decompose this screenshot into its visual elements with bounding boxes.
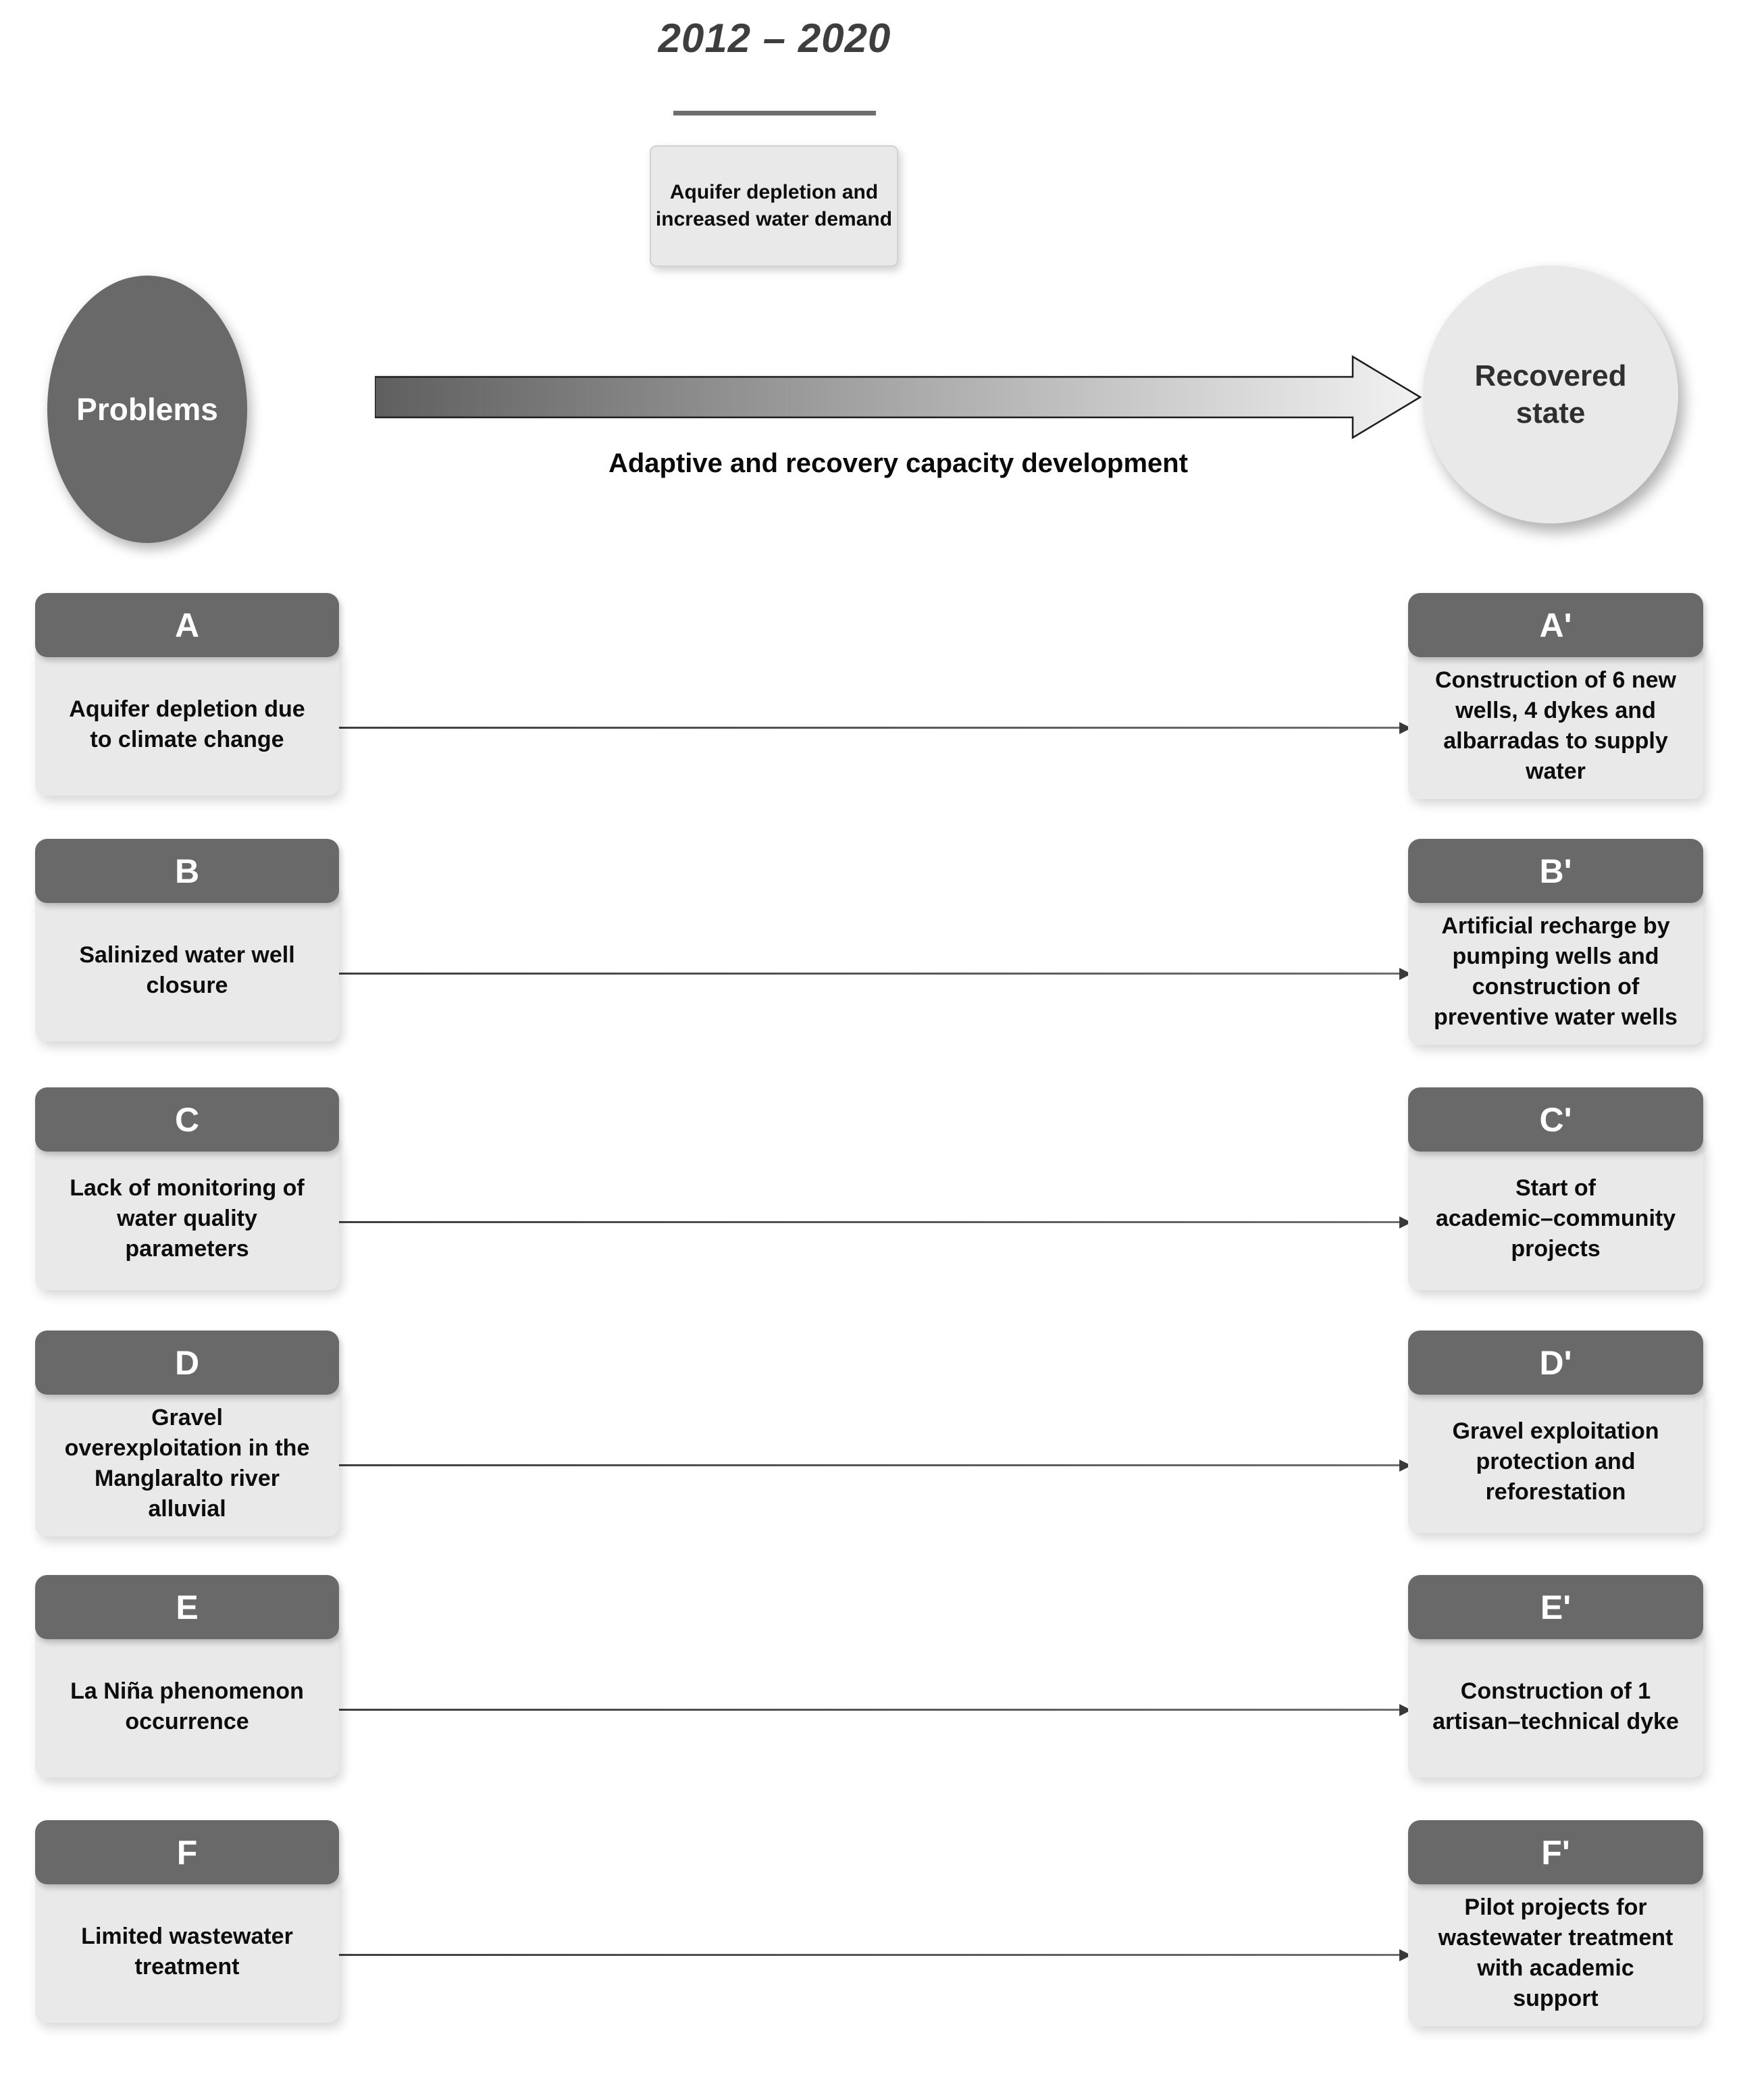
problem-box-d-header: D bbox=[35, 1331, 339, 1395]
problem-box-e: E La Niña phenomenon occurrence bbox=[35, 1575, 339, 1778]
problem-box-a-text: Aquifer depletion due to climate change bbox=[35, 644, 339, 796]
problem-box-b-text: Salinized water well closure bbox=[35, 889, 339, 1041]
connector-a-line bbox=[339, 727, 1401, 729]
recovery-box-b-text: Artificial recharge by pumping wells and… bbox=[1408, 889, 1703, 1045]
connector-b-line bbox=[339, 973, 1401, 975]
problem-box-f: F Limited wastewater treatment bbox=[35, 1820, 339, 2023]
recovery-box-a: A' Construction of 6 new wells, 4 dykes … bbox=[1408, 593, 1703, 799]
connector-c-line bbox=[339, 1221, 1401, 1223]
problem-box-d: D Gravel overexploitation in the Manglar… bbox=[35, 1331, 339, 1537]
title-underline bbox=[673, 111, 876, 115]
gradient-arrow bbox=[375, 355, 1422, 440]
cause-box: Aquifer depletion and increased water de… bbox=[650, 145, 898, 267]
recovery-box-f: F' Pilot projects for wastewater treatme… bbox=[1408, 1820, 1703, 2026]
problem-box-c-text: Lack of monitoring of water quality para… bbox=[35, 1138, 339, 1290]
recovery-box-f-header: F' bbox=[1408, 1820, 1703, 1884]
problem-box-f-header: F bbox=[35, 1820, 339, 1884]
recovery-box-e-header: E' bbox=[1408, 1575, 1703, 1639]
problem-box-c-header: C bbox=[35, 1087, 339, 1152]
connector-f-line bbox=[339, 1954, 1401, 1956]
connector-e-line bbox=[339, 1709, 1401, 1711]
recovery-box-d: D' Gravel exploitation protection and re… bbox=[1408, 1331, 1703, 1533]
connector-d-line bbox=[339, 1464, 1401, 1466]
recovery-box-e: E' Construction of 1 artisan–technical d… bbox=[1408, 1575, 1703, 1778]
recovery-box-c-text: Start of academic–community projects bbox=[1408, 1138, 1703, 1290]
recovery-box-f-text: Pilot projects for wastewater treatment … bbox=[1408, 1871, 1703, 2026]
recovery-box-d-header: D' bbox=[1408, 1331, 1703, 1395]
problem-box-a: A Aquifer depletion due to climate chang… bbox=[35, 593, 339, 796]
arrow-caption: Adaptive and recovery capacity developme… bbox=[608, 448, 1189, 478]
recovery-box-b: B' Artificial recharge by pumping wells … bbox=[1408, 839, 1703, 1045]
problem-box-b-header: B bbox=[35, 839, 339, 903]
problem-box-b: B Salinized water well closure bbox=[35, 839, 339, 1041]
problem-box-e-text: La Niña phenomenon occurrence bbox=[35, 1626, 339, 1778]
recovery-box-c: C' Start of academic–community projects bbox=[1408, 1087, 1703, 1290]
problem-box-c: C Lack of monitoring of water quality pa… bbox=[35, 1087, 339, 1290]
recovery-box-e-text: Construction of 1 artisan–technical dyke bbox=[1408, 1626, 1703, 1778]
problem-box-e-header: E bbox=[35, 1575, 339, 1639]
recovery-box-b-header: B' bbox=[1408, 839, 1703, 903]
problems-circle: Problems bbox=[47, 276, 247, 543]
recovered-state-circle: Recovered state bbox=[1423, 265, 1678, 523]
page-title: 2012 – 2020 bbox=[658, 16, 891, 61]
recovery-box-c-header: C' bbox=[1408, 1087, 1703, 1152]
problem-box-a-header: A bbox=[35, 593, 339, 657]
recovery-box-a-header: A' bbox=[1408, 593, 1703, 657]
recovery-box-d-text: Gravel exploitation protection and refor… bbox=[1408, 1381, 1703, 1533]
problem-box-d-text: Gravel overexploitation in the Manglaral… bbox=[35, 1381, 339, 1537]
recovery-box-a-text: Construction of 6 new wells, 4 dykes and… bbox=[1408, 644, 1703, 799]
problem-box-f-text: Limited wastewater treatment bbox=[35, 1871, 339, 2023]
